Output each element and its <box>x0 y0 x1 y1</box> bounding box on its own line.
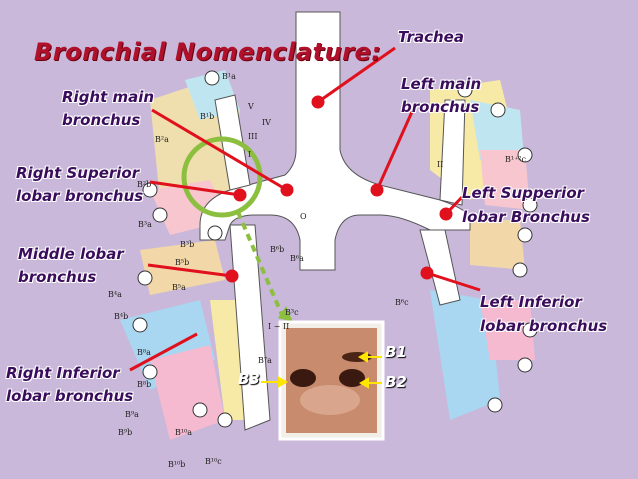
segment-label: B⁴a <box>108 290 122 299</box>
segment-label: B¹⁰b <box>168 460 185 469</box>
segment-label: II <box>437 160 443 169</box>
label-left-main-line1: Left main <box>401 75 481 94</box>
segment-label: B¹a <box>222 72 236 81</box>
segment-label: B⁶b <box>270 245 284 254</box>
segment-label: B²a <box>155 135 169 144</box>
label-left-inferior-line2: lobar bronchus <box>480 317 607 336</box>
segment-opening <box>143 365 157 379</box>
label-left-inferior-line1: Left Inferior <box>480 293 582 312</box>
segment-label: B⁸b <box>137 380 151 389</box>
photo-lumen-right <box>339 369 365 387</box>
label-right-inferior-line1: Right Inferior <box>6 364 120 383</box>
segment-opening <box>518 228 532 242</box>
segment-label: I ~ II <box>268 322 289 331</box>
label-right-main-line1: Right main <box>62 88 154 107</box>
photo-highlight <box>300 385 360 415</box>
segment-label: B¹⁰a <box>175 428 192 437</box>
segment-label: B⁴b <box>114 312 128 321</box>
label-right-main-line2: bronchus <box>62 111 140 130</box>
segment-label: B¹b <box>200 112 214 121</box>
pointer-dot-middle-lobar <box>227 271 237 281</box>
segment-opening <box>205 71 219 85</box>
label-b3: B3 <box>238 370 260 388</box>
segment-label: B³c <box>285 308 299 317</box>
segment-opening <box>153 208 167 222</box>
segment-label: III <box>248 132 257 141</box>
label-middle-lobar-line2: bronchus <box>18 268 96 287</box>
pointer-dot-right-superior <box>235 190 245 200</box>
label-right-superior-line2: lobar bronchus <box>16 187 143 206</box>
label-left-superior-line1: Left Supperior <box>462 184 584 203</box>
photo-lumen-left <box>290 369 316 387</box>
pointer-dot-right-main <box>282 185 292 195</box>
segment-label: B⁸a <box>137 348 151 357</box>
label-middle-lobar-line1: Middle lobar <box>18 245 124 264</box>
segment-opening <box>491 103 505 117</box>
segment-label: B⁶c <box>395 298 409 307</box>
segment-opening <box>138 271 152 285</box>
pointer-dot-left-main <box>372 185 382 195</box>
segment-opening <box>513 263 527 277</box>
segment-label: B⁵a <box>172 283 186 292</box>
segment-label: B¹⁰c <box>205 457 222 466</box>
label-b1: B1 <box>385 343 407 361</box>
segment-label: B⁷a <box>258 356 272 365</box>
segment-opening <box>208 226 222 240</box>
label-left-superior-line2: lobar Bronchus <box>462 208 590 227</box>
segment-label: IV <box>262 118 271 127</box>
segment-label: O <box>300 212 307 221</box>
label-b2: B2 <box>385 373 407 391</box>
segment-opening <box>488 398 502 412</box>
pointer-dot-left-inferior <box>422 268 432 278</box>
segment-label: B⁵b <box>175 258 189 267</box>
pointer-dot-trachea <box>313 97 323 107</box>
left-lingula-segment <box>470 220 525 270</box>
label-right-inferior-line2: lobar bronchus <box>6 387 133 406</box>
segment-label: B⁹a <box>125 410 139 419</box>
segment-label: I <box>248 150 251 159</box>
segment-label: B³a <box>138 220 152 229</box>
label-trachea: Trachea <box>398 28 464 47</box>
segment-label: B¹⁺²c <box>505 155 526 164</box>
segment-opening <box>518 358 532 372</box>
segment-label: B⁹b <box>118 428 132 437</box>
segment-label: B³b <box>180 240 194 249</box>
slide-title: Bronchial Nomenclature: <box>34 38 381 66</box>
segment-label: V <box>248 102 254 111</box>
segment-opening <box>218 413 232 427</box>
segment-opening <box>193 403 207 417</box>
pointer-dot-left-superior <box>441 209 451 219</box>
label-right-superior-line1: Right Superior <box>16 164 139 183</box>
segment-opening <box>133 318 147 332</box>
segment-label: B⁶a <box>290 254 304 263</box>
label-left-main-line2: bronchus <box>401 98 479 117</box>
